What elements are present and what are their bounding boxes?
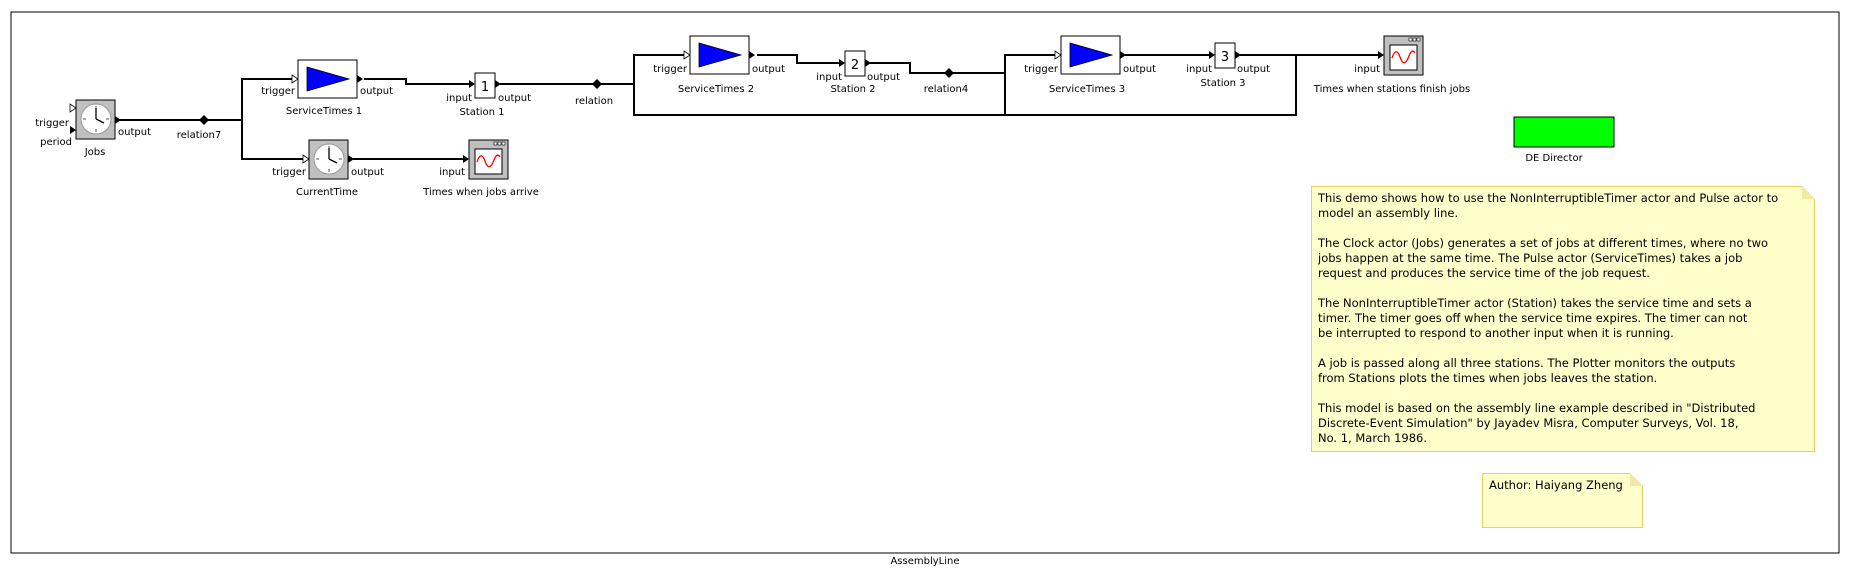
note-paragraph-3: The NonInterruptibleTimer actor (Station…: [1318, 296, 1752, 340]
note-paragraph-4: A job is passed along all three stations…: [1318, 356, 1736, 385]
description-note[interactable]: This demo shows how to use the NonInterr…: [1311, 186, 1815, 452]
station3-input-port[interactable]: [1209, 51, 1215, 59]
station3-value: 3: [1221, 50, 1229, 65]
station3-output-port[interactable]: [1235, 51, 1241, 59]
station2-actor[interactable]: 2 input output Station 2: [816, 50, 900, 95]
station2-input-port[interactable]: [839, 59, 845, 67]
servicetimes2-output-port[interactable]: [749, 51, 755, 59]
servicetimes3-name: ServiceTimes 3: [1049, 84, 1125, 95]
plotter-arrive-name: Times when jobs arrive: [422, 187, 539, 198]
servicetimes3-output-port[interactable]: [1120, 51, 1126, 59]
servicetimes3-output-label: output: [1123, 64, 1156, 75]
servicetimes1-output-port[interactable]: [357, 75, 363, 83]
station2-name: Station 2: [830, 84, 875, 95]
wire-servicetimes1-station1[interactable]: [364, 78, 472, 85]
servicetimes3-actor[interactable]: trigger output ServiceTimes 3: [1024, 35, 1156, 95]
jobs-output-label: output: [118, 127, 151, 138]
servicetimes1-actor[interactable]: trigger output ServiceTimes 1: [261, 59, 393, 117]
station3-input-label: input: [1186, 64, 1212, 75]
station3-name: Station 3: [1200, 78, 1245, 89]
de-director-label: DE Director: [1525, 153, 1583, 164]
jobs-trigger-port[interactable]: [69, 103, 77, 113]
jobs-actor[interactable]: trigger period output Jobs: [35, 99, 151, 158]
plotter-arrive-input-port[interactable]: [463, 155, 469, 163]
sine-wave-icon: [1391, 50, 1416, 64]
relation-vertex[interactable]: relation: [575, 79, 613, 107]
servicetimes1-output-label: output: [360, 86, 393, 97]
servicetimes2-actor[interactable]: trigger output ServiceTimes 2: [653, 35, 785, 95]
plotter-arrive-actor[interactable]: input Times when jobs arrive: [422, 139, 539, 198]
note-paragraph-1: This demo shows how to use the NonInterr…: [1318, 191, 1779, 220]
plotter-finish-name: Times when stations finish jobs: [1313, 84, 1470, 95]
author-note[interactable]: Author: Haiyang Zheng: [1482, 473, 1643, 528]
servicetimes2-trigger-port[interactable]: [683, 50, 691, 60]
wire-relation7-currenttime[interactable]: [241, 120, 306, 160]
note-fold-corner: [1802, 186, 1815, 199]
currenttime-name: CurrentTime: [296, 187, 358, 198]
station1-value: 1: [481, 80, 489, 95]
model-border: [10, 11, 1840, 554]
servicetimes1-name: ServiceTimes 1: [286, 106, 362, 117]
currenttime-output-label: output: [351, 167, 384, 178]
station2-output-label: output: [867, 72, 900, 83]
plotter-finish-input-port[interactable]: [1378, 51, 1384, 59]
currenttime-trigger-label: trigger: [272, 167, 307, 178]
wire-relation4-servicetimes3[interactable]: [949, 54, 1058, 74]
currenttime-actor[interactable]: trigger output CurrentTime: [272, 139, 384, 198]
servicetimes1-trigger-label: trigger: [261, 86, 296, 97]
note-fold-corner: [1630, 473, 1643, 486]
wire-station2-relation4[interactable]: [870, 62, 949, 74]
jobs-name: Jobs: [84, 147, 106, 158]
station1-output-label: output: [498, 93, 531, 104]
de-director[interactable]: DE Director: [1513, 116, 1615, 164]
servicetimes3-trigger-label: trigger: [1024, 64, 1059, 75]
station1-output-port[interactable]: [495, 80, 501, 88]
servicetimes1-trigger-port[interactable]: [291, 74, 299, 84]
wire-relation7-servicetimes1[interactable]: [204, 78, 296, 121]
station2-input-label: input: [816, 72, 842, 83]
station1-actor[interactable]: 1 input output Station 1: [446, 72, 531, 118]
plotter-finish-actor[interactable]: input Times when stations finish jobs: [1313, 35, 1470, 95]
plotter-arrive-input-label: input: [439, 167, 465, 178]
servicetimes3-trigger-port[interactable]: [1054, 50, 1062, 60]
plotter-finish-input-label: input: [1354, 64, 1380, 75]
sine-wave-icon: [476, 154, 501, 168]
station1-name: Station 1: [459, 107, 504, 118]
relation7-label: relation7: [177, 130, 221, 141]
currenttime-output-port[interactable]: [348, 155, 354, 163]
wire-relation4-bottom[interactable]: [1004, 55, 1297, 116]
station3-output-label: output: [1237, 64, 1270, 75]
pulse-icon: [698, 42, 743, 68]
model-title: AssemblyLine: [890, 556, 960, 567]
servicetimes2-output-label: output: [752, 64, 785, 75]
station2-output-port[interactable]: [865, 59, 871, 67]
servicetimes2-trigger-label: trigger: [653, 64, 688, 75]
wire-servicetimes2-station2[interactable]: [757, 54, 842, 64]
relation4-vertex[interactable]: relation4: [924, 68, 968, 95]
note-paragraph-5: This model is based on the assembly line…: [1318, 401, 1756, 445]
relation-label: relation: [575, 96, 613, 107]
station2-value: 2: [851, 58, 859, 73]
pulse-icon: [1069, 42, 1114, 68]
author-text: Author: Haiyang Zheng: [1489, 478, 1623, 492]
relation4-label: relation4: [924, 84, 968, 95]
jobs-period-label: period: [40, 137, 72, 148]
station1-input-port[interactable]: [469, 80, 475, 88]
servicetimes2-name: ServiceTimes 2: [678, 84, 754, 95]
jobs-output-port[interactable]: [115, 116, 121, 124]
jobs-trigger-label: trigger: [35, 118, 70, 129]
note-paragraph-2: The Clock actor (Jobs) generates a set o…: [1318, 236, 1769, 280]
connections: [118, 54, 1382, 160]
relation7-vertex[interactable]: relation7: [177, 115, 221, 141]
pulse-icon: [306, 66, 351, 92]
jobs-period-port[interactable]: [70, 126, 76, 134]
currenttime-trigger-port[interactable]: [302, 154, 310, 164]
station1-input-label: input: [446, 93, 472, 104]
wire-relation-servicetimes2[interactable]: [597, 54, 689, 85]
station3-actor[interactable]: 3 input output Station 3: [1186, 42, 1270, 89]
